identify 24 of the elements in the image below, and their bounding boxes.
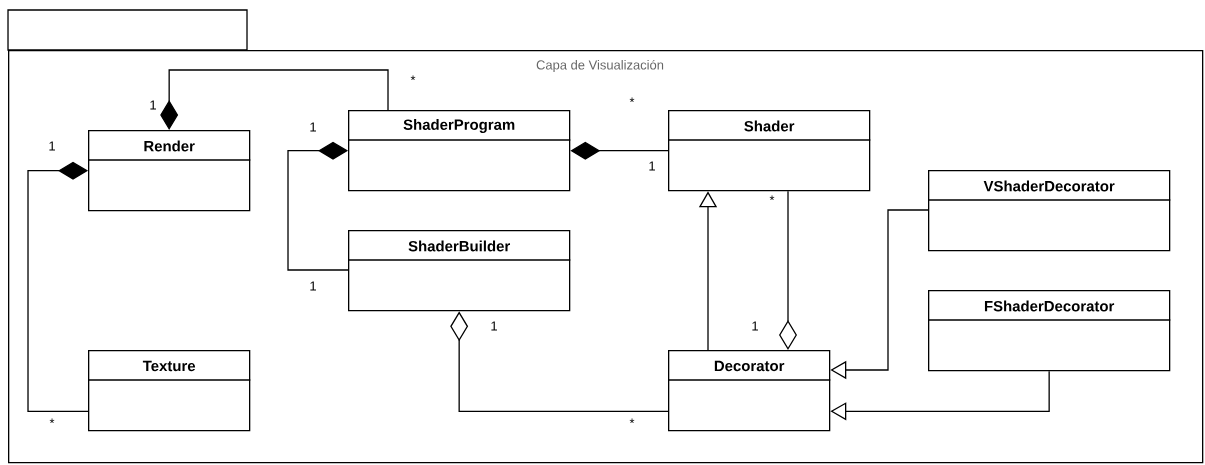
class-box: ShaderBuilder xyxy=(347,230,571,312)
multiplicity-label: 1 xyxy=(752,321,758,331)
multiplicity-label: 1 xyxy=(150,100,156,110)
multiplicity-label: 1 xyxy=(649,161,655,171)
connector xyxy=(160,69,389,130)
multiplicity-label: * xyxy=(410,75,416,81)
multiplicity-label: 1 xyxy=(49,141,55,151)
class-box: FShaderDecorator xyxy=(927,290,1171,372)
connector xyxy=(287,141,349,271)
connector xyxy=(27,161,89,412)
connector xyxy=(570,141,669,160)
class-box: Shader xyxy=(667,110,871,192)
multiplicity-label: * xyxy=(49,418,55,424)
class-box: Decorator xyxy=(667,350,831,432)
connector xyxy=(450,311,669,412)
multiplicity-label: 1 xyxy=(310,281,316,291)
multiplicity-label: 1 xyxy=(310,122,316,132)
connector xyxy=(779,190,797,350)
multiplicity-label: * xyxy=(629,97,635,103)
class-box: Texture xyxy=(87,350,251,432)
multiplicity-label: * xyxy=(629,418,635,424)
class-box: Render xyxy=(87,130,251,212)
class-box: ShaderProgram xyxy=(347,110,571,192)
class-box: VShaderDecorator xyxy=(927,170,1171,252)
